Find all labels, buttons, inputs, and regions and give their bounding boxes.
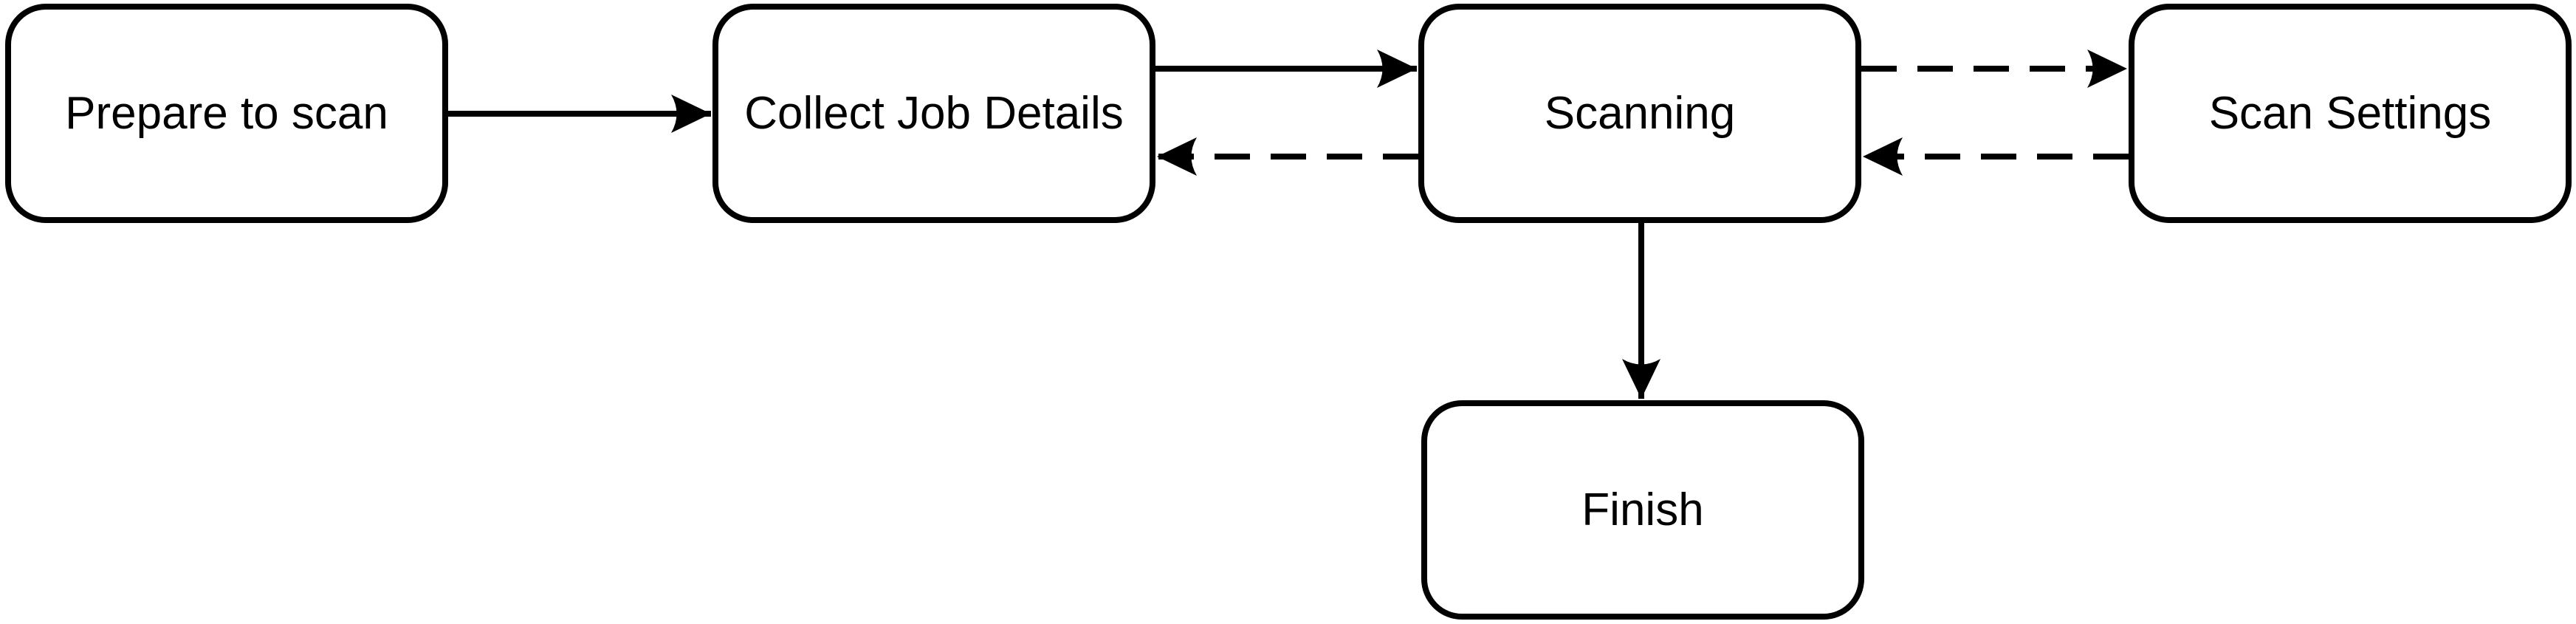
node-collect-job-details-label: Collect Job Details <box>744 88 1124 139</box>
node-finish: Finish <box>1421 400 1864 620</box>
node-finish-label: Finish <box>1581 484 1704 535</box>
node-scanning: Scanning <box>1418 4 1861 223</box>
node-prepare-to-scan: Prepare to scan <box>5 4 448 223</box>
node-scan-settings: Scan Settings <box>2129 4 2572 223</box>
node-collect-job-details: Collect Job Details <box>712 4 1155 223</box>
node-prepare-to-scan-label: Prepare to scan <box>65 88 388 139</box>
node-scan-settings-label: Scan Settings <box>2208 88 2492 139</box>
node-scanning-label: Scanning <box>1544 88 1736 139</box>
